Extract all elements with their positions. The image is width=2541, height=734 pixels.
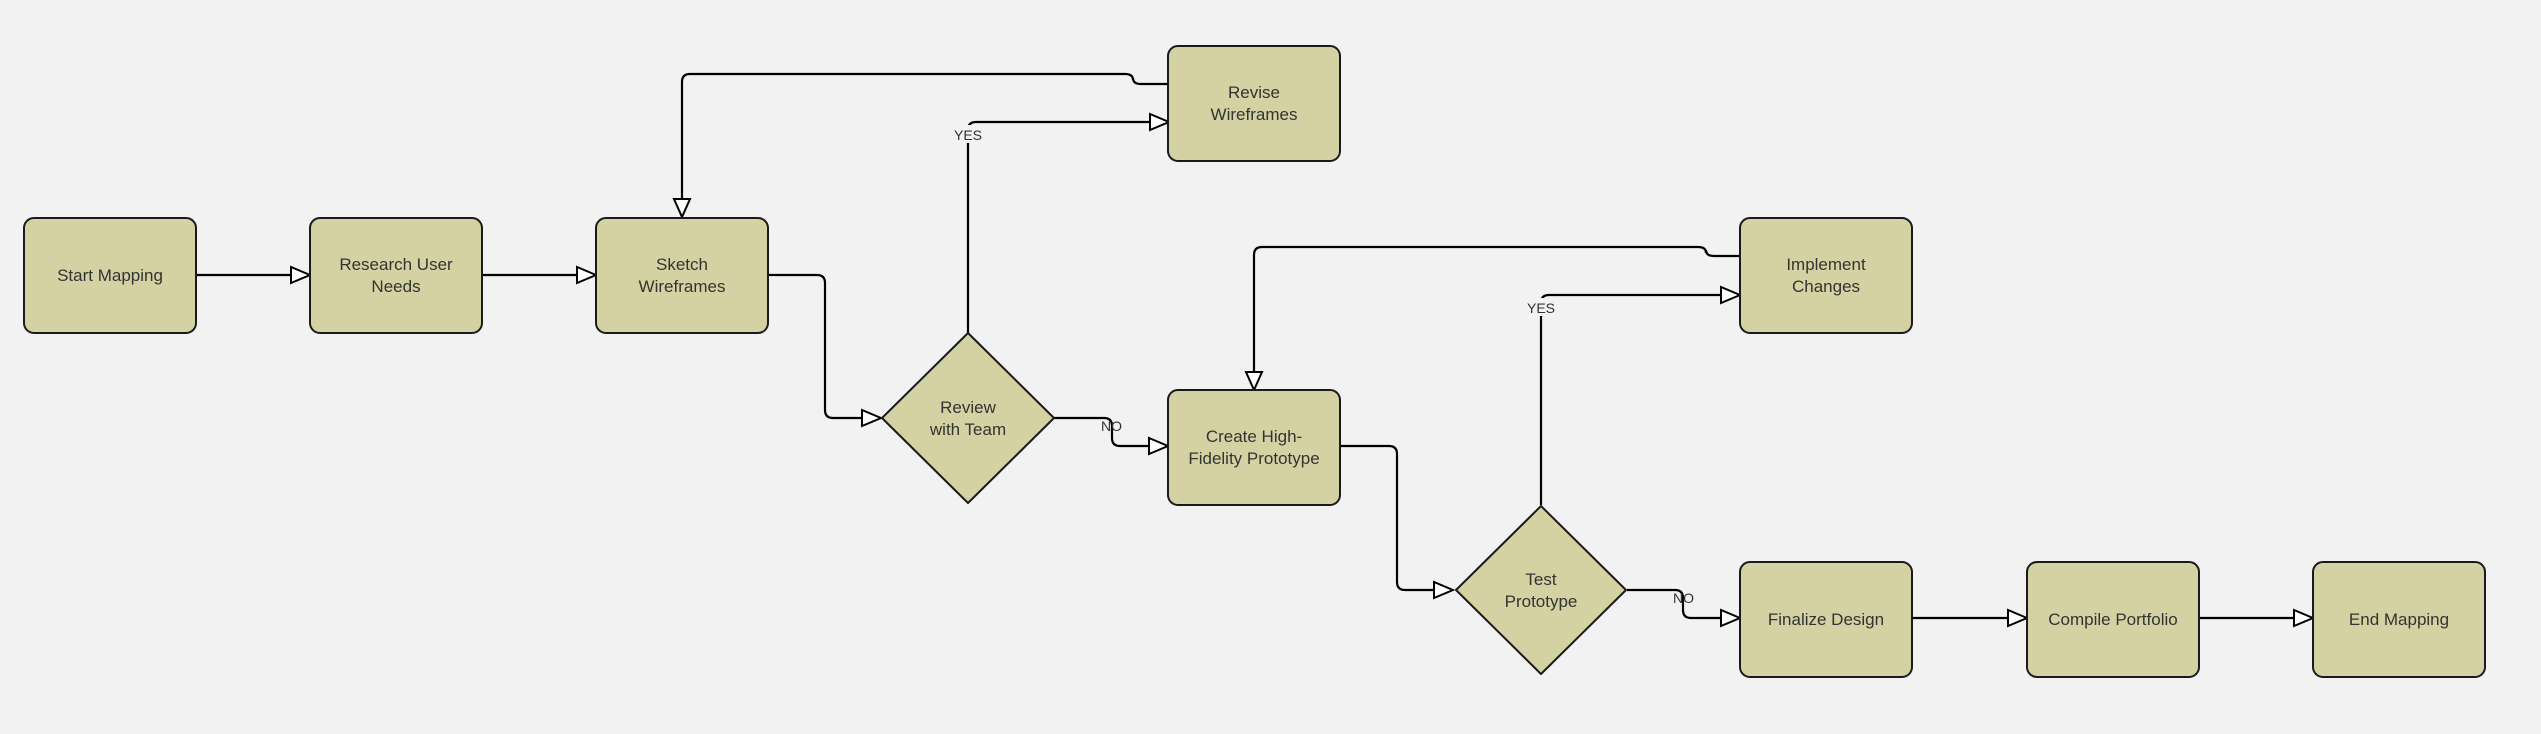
node-end-mapping[interactable]: End Mapping	[2312, 561, 2486, 678]
node-label-line: with Team	[929, 420, 1006, 439]
node-review-with-team-label: Review with Team	[929, 398, 1006, 439]
edge-sketch-to-review	[768, 273, 862, 420]
arrowhead-end	[2293, 608, 2316, 628]
arrowhead-research	[290, 265, 313, 285]
node-label-line: End Mapping	[2349, 610, 2449, 629]
arrowhead-review	[861, 408, 884, 428]
node-label-line: Finalize Design	[1768, 610, 1884, 629]
node-create-high-fidelity-prototype[interactable]: Create High- Fidelity Prototype	[1167, 389, 1341, 506]
node-label-line: Needs	[371, 277, 420, 296]
node-finalize-design-label: Finalize Design	[1768, 610, 1884, 629]
arrowhead-implement	[1720, 285, 1743, 305]
arrowhead-prototype	[1148, 436, 1171, 456]
node-label-line: Review	[940, 398, 996, 417]
edge-label-test-yes: YES	[1527, 300, 1555, 316]
edges	[196, 72, 2316, 628]
node-label-line: Test	[1525, 570, 1556, 589]
node-label-line: Create High-	[1206, 427, 1302, 446]
node-label-line: Wireframes	[639, 277, 726, 296]
arrowhead-sketch-top	[672, 198, 692, 220]
edge-labels: YES NO YES NO	[954, 125, 1694, 606]
node-label-line: Revise	[1228, 83, 1280, 102]
node-end-mapping-label: End Mapping	[2349, 610, 2449, 629]
arrowhead-finalize	[1720, 608, 1743, 628]
arrowhead-compile	[2007, 608, 2030, 628]
node-label-line: Fidelity Prototype	[1188, 449, 1319, 468]
edge-test-yes-to-implement	[1539, 293, 1721, 505]
node-label-line: Implement	[1786, 255, 1866, 274]
edge-prototype-to-test	[1341, 444, 1434, 592]
arrowhead-revise	[1149, 112, 1172, 132]
node-finalize-design[interactable]: Finalize Design	[1739, 561, 1913, 678]
node-compile-portfolio[interactable]: Compile Portfolio	[2026, 561, 2200, 678]
edge-revise-to-sketch	[680, 72, 1168, 199]
edge-review-yes-to-revise	[966, 120, 1150, 333]
edge-label-review-yes: YES	[954, 127, 982, 143]
edge-test-no-to-finalize	[1627, 588, 1721, 620]
node-start-mapping-label: Start Mapping	[57, 266, 163, 285]
arrowhead-sketch	[576, 265, 599, 285]
arrowhead-test	[1433, 580, 1456, 600]
edge-label-test-no: NO	[1673, 590, 1694, 606]
node-label-line: Research User	[339, 255, 453, 274]
node-review-with-team[interactable]: Review with Team	[881, 332, 1055, 504]
edge-label-review-no: NO	[1101, 418, 1122, 434]
node-label-line: Start Mapping	[57, 266, 163, 285]
node-start-mapping[interactable]: Start Mapping	[23, 217, 197, 334]
node-label-line: Prototype	[1505, 592, 1578, 611]
node-create-high-fidelity-prototype-label: Create High- Fidelity Prototype	[1188, 427, 1319, 468]
node-label-line: Wireframes	[1211, 105, 1298, 124]
node-label-line: Compile Portfolio	[2048, 610, 2177, 629]
arrowhead-prototype-top	[1244, 371, 1264, 393]
edge-implement-to-prototype	[1252, 245, 1739, 372]
node-compile-portfolio-label: Compile Portfolio	[2048, 610, 2177, 629]
edge-review-no-to-prototype	[1054, 416, 1149, 448]
node-label-line: Sketch	[656, 255, 708, 274]
node-label-line: Changes	[1792, 277, 1860, 296]
